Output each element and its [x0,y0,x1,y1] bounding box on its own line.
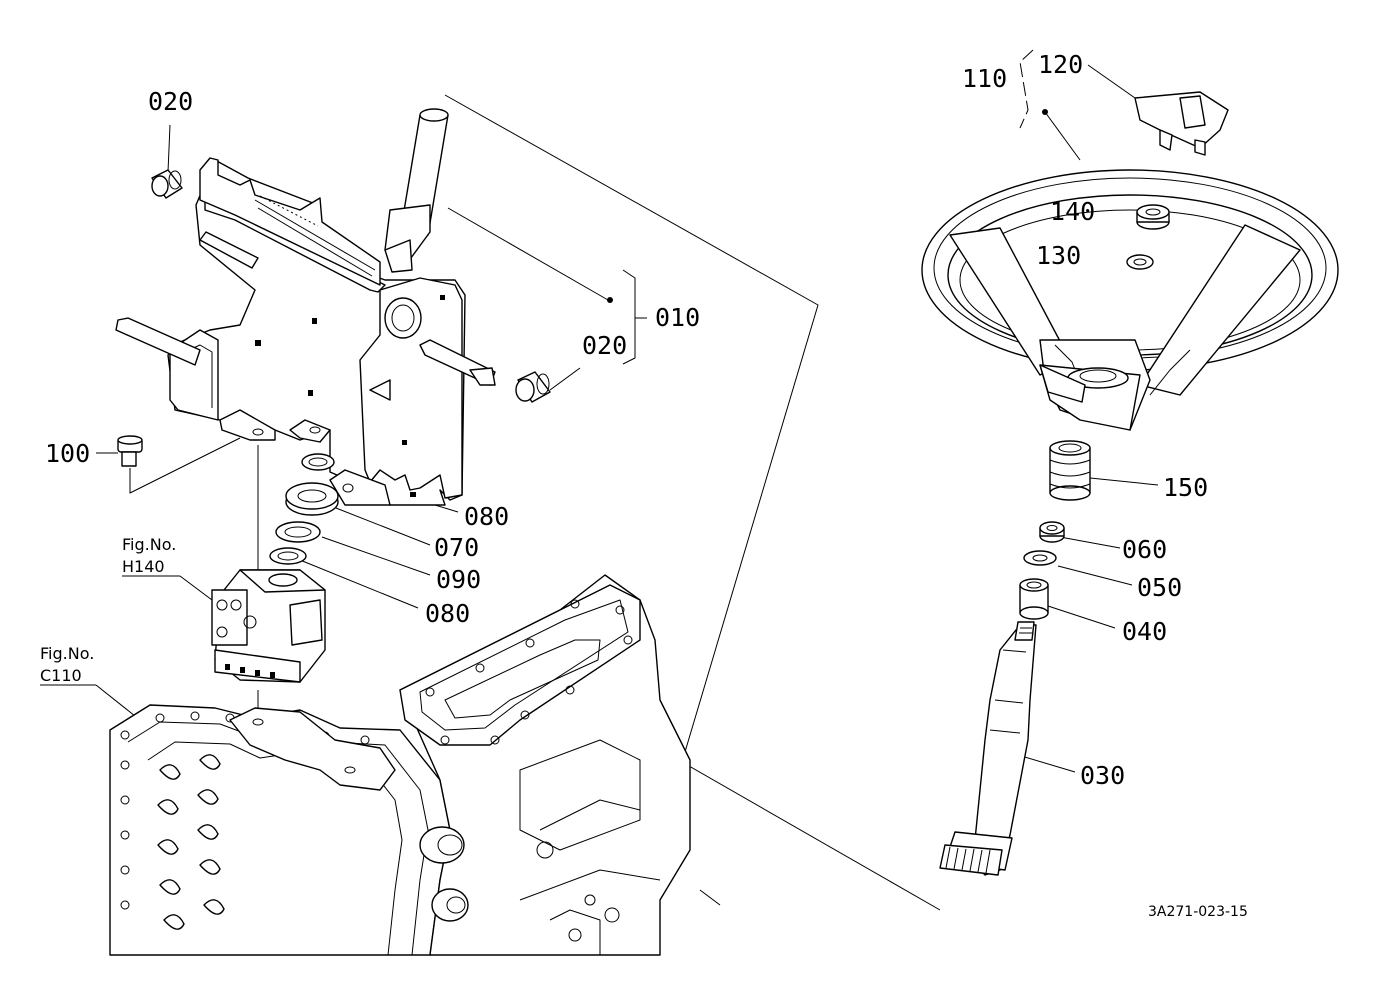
nut-060 [1039,521,1065,543]
callout-030: 030 [1080,761,1125,790]
steering-shaft-030 [939,621,1037,876]
callout-080-upper: 080 [464,502,509,531]
callout-040: 040 [1122,617,1167,646]
callout-120: 120 [1038,50,1083,79]
seal-080-upper [301,453,335,471]
callout-020-left: 020 [148,87,193,116]
ref-dot-110 [1042,109,1048,115]
spring-150 [1049,440,1091,501]
transmission-housing [109,574,721,956]
fig-ref-c110-line1: Fig.No. [40,644,94,663]
callout-070: 070 [434,533,479,562]
callout-140: 140 [1050,197,1095,226]
callout-090: 090 [436,565,481,594]
callout-050: 050 [1137,573,1182,602]
washer-130 [1126,254,1154,270]
callout-labels: 020 010 020 100 080 070 090 080 110 120 … [45,50,1208,790]
callout-010: 010 [655,303,700,332]
center-cap-120 [1134,91,1229,156]
fig-ref-h140-line2: H140 [122,557,165,576]
seal-080-lower [269,547,307,565]
callout-060: 060 [1122,535,1167,564]
washer-050 [1023,550,1057,566]
callout-020-right: 020 [582,331,627,360]
callout-100: 100 [45,439,90,468]
callout-150: 150 [1163,473,1208,502]
washer-090 [275,521,321,543]
bolt-100 [117,435,143,467]
figure-references: Fig.No. H140 Fig.No. C110 [40,535,176,685]
bushing-040 [1019,578,1049,620]
bushing-020-left [151,169,183,199]
steering-column-bracket [115,108,496,506]
fig-ref-c110-line2: C110 [40,666,82,685]
steering-wheel [921,169,1339,431]
callout-110: 110 [962,64,1007,93]
fig-ref-h140-line1: Fig.No. [122,535,176,554]
nut-140 [1136,204,1170,230]
bearing-070 [285,482,339,516]
callout-130: 130 [1036,241,1081,270]
callout-080-lower: 080 [425,599,470,628]
bushing-020-right [515,371,551,403]
drawing-code: 3A271-023-15 [1148,904,1248,920]
steering-valve [211,569,326,683]
ref-dot-010 [607,297,613,303]
assembly-lines [40,49,1159,911]
